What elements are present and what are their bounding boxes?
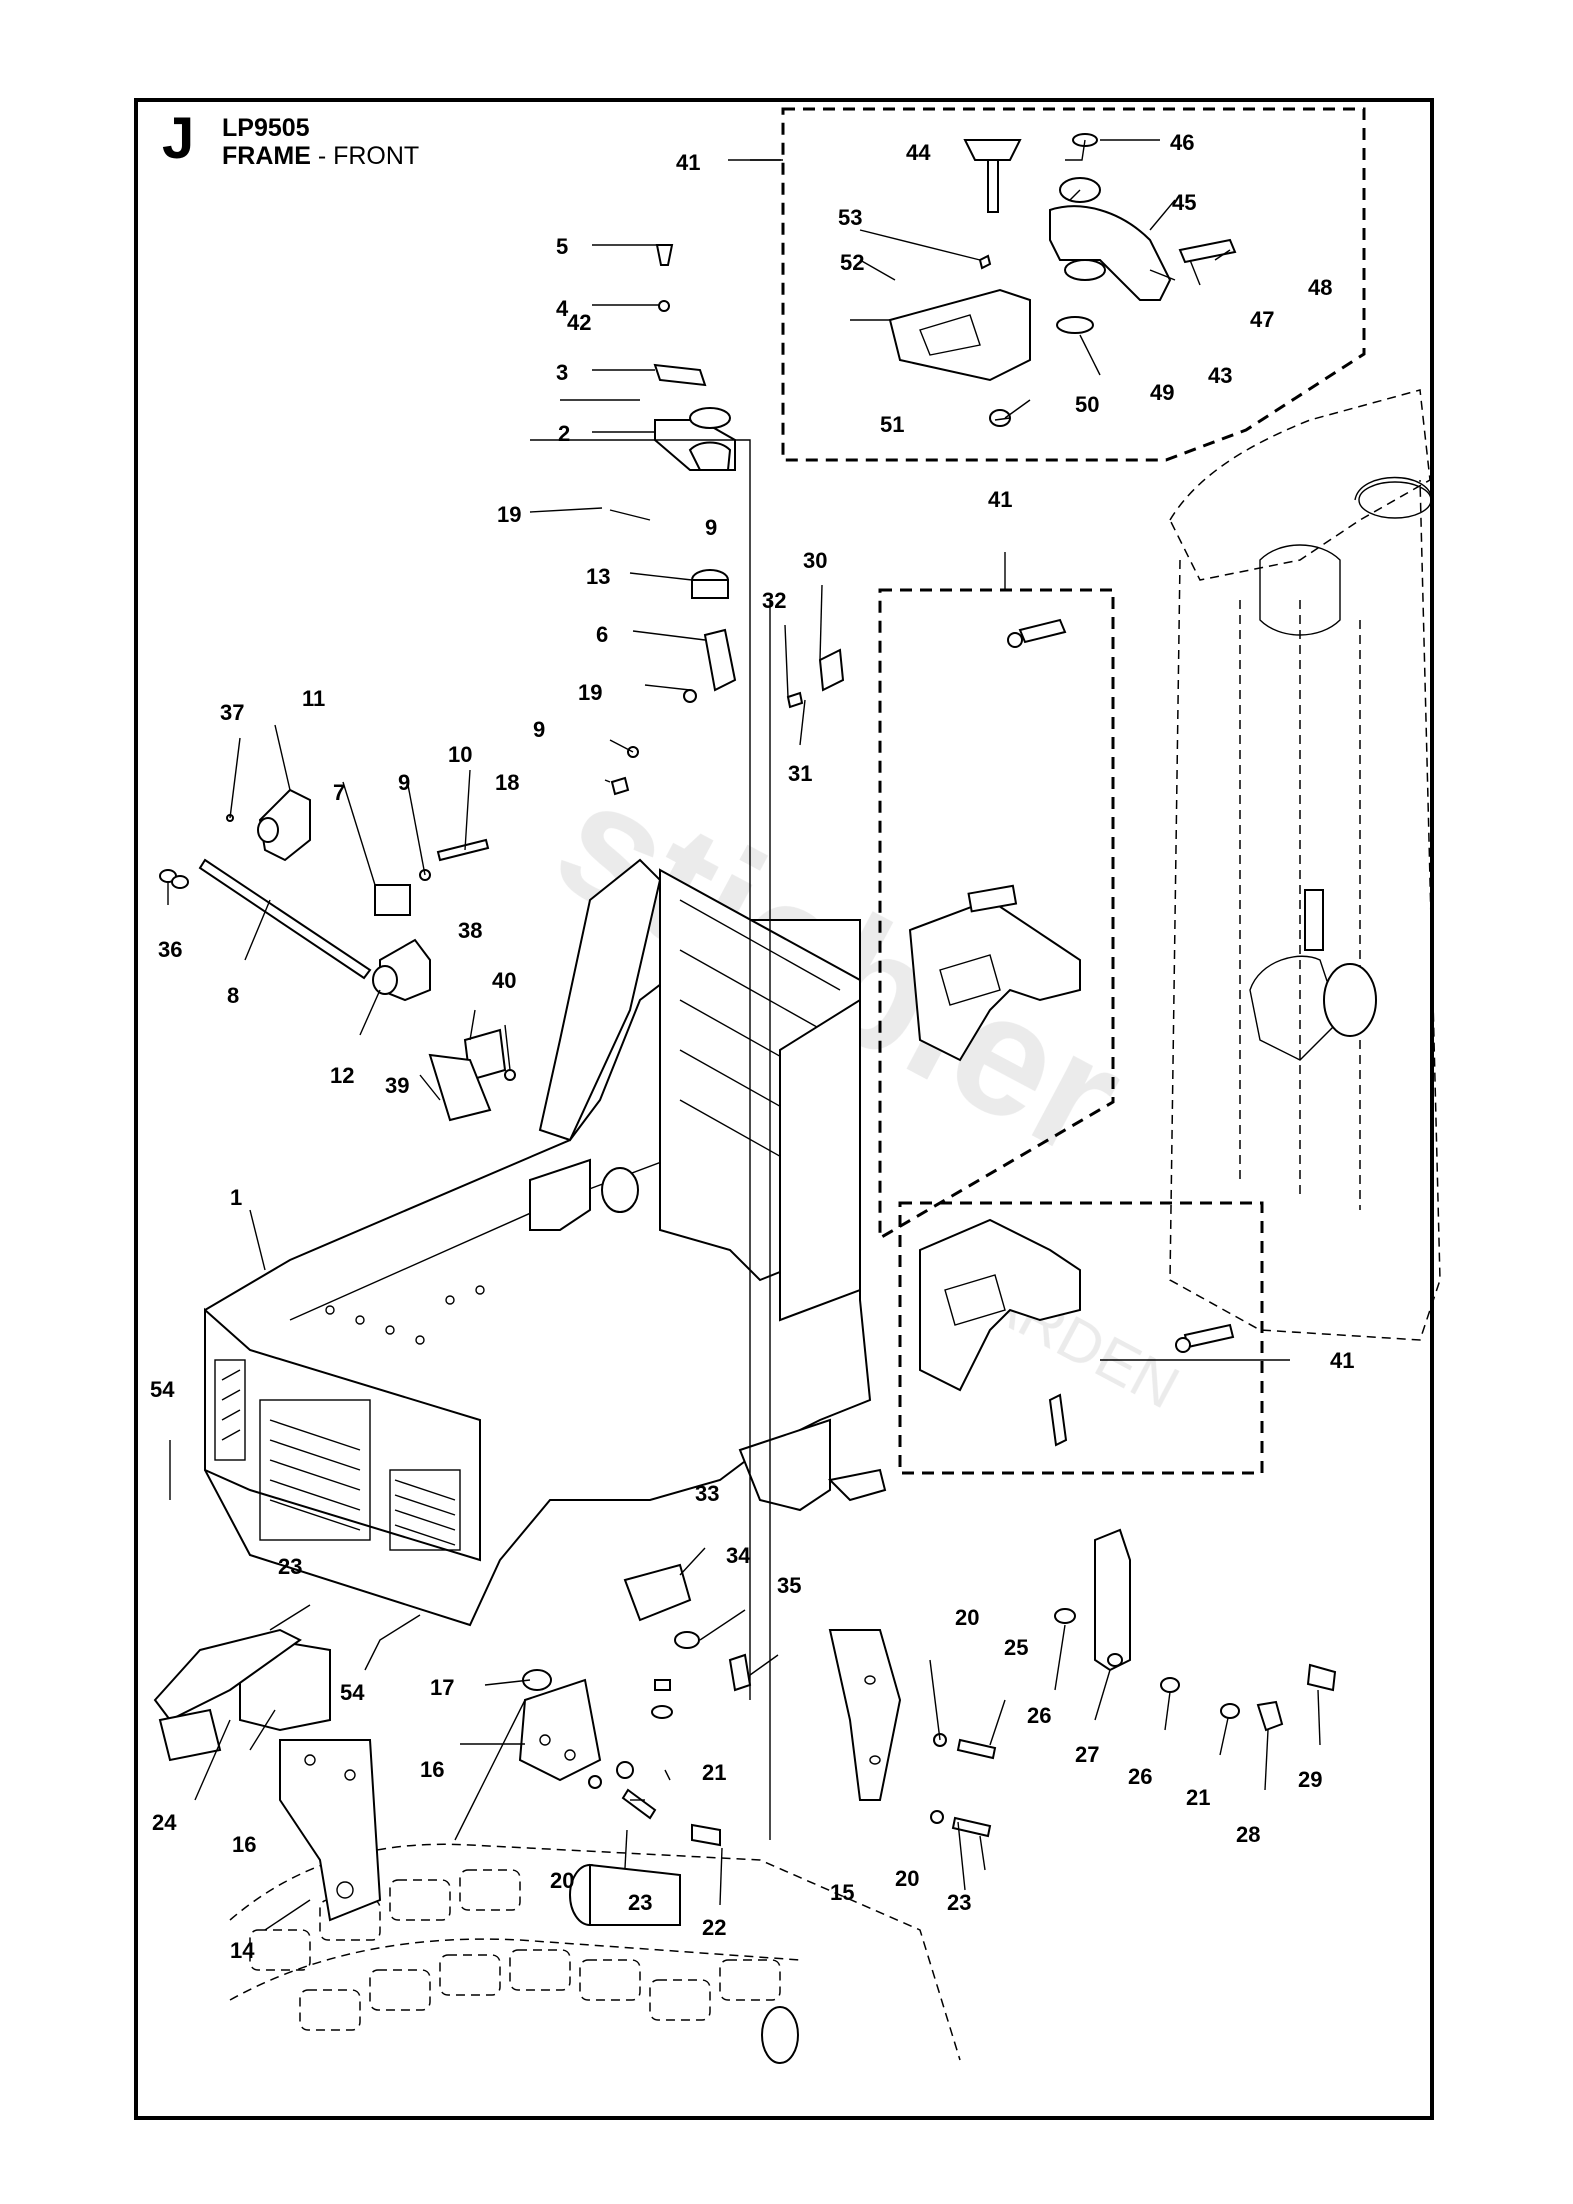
- callout-52: 52: [840, 250, 864, 275]
- page-border: [134, 98, 1434, 2120]
- callout-16a: 16: [420, 1757, 444, 1782]
- detail-box-lower: [898, 1201, 1264, 1475]
- callout-5: 5: [556, 234, 568, 259]
- hook-assembly-middle: [908, 618, 1081, 1062]
- callout-44: 44: [906, 140, 931, 165]
- callout-20b: 20: [550, 1868, 574, 1893]
- callout-53: 53: [838, 205, 862, 230]
- callout-23b: 23: [628, 1890, 652, 1915]
- callout-9b: 9: [533, 717, 545, 742]
- model-code: LP9505: [222, 114, 310, 142]
- callout-26b: 26: [1128, 1764, 1152, 1789]
- callout-21b: 21: [1186, 1785, 1210, 1810]
- callout-26a: 26: [1027, 1703, 1051, 1728]
- diagram-title: FRAME - FRONT: [222, 142, 419, 171]
- callout-1: 1: [230, 1185, 242, 1210]
- callout-6: 6: [596, 622, 608, 647]
- callout-19b: 19: [578, 680, 602, 705]
- callout-23a: 23: [278, 1554, 302, 1579]
- hook-assembly-top: [888, 133, 1237, 427]
- callout-4: 4: [556, 296, 569, 321]
- callout-45: 45: [1172, 190, 1196, 215]
- callout-23c: 23: [947, 1890, 971, 1915]
- callout-37: 37: [220, 700, 244, 725]
- callout-42: 42: [567, 310, 591, 335]
- callout-18: 18: [495, 770, 519, 795]
- callout-2: 2: [558, 421, 570, 446]
- callout-34: 34: [726, 1543, 751, 1568]
- track-chain: [229, 1843, 961, 2064]
- callout-30: 30: [803, 548, 827, 573]
- callout-41c: 41: [1330, 1348, 1354, 1373]
- detail-box-top: [781, 107, 1366, 462]
- upper-hinge-parts: [610, 244, 845, 796]
- callout-36: 36: [158, 937, 182, 962]
- callout-15: 15: [830, 1880, 854, 1905]
- callout-43: 43: [1208, 363, 1232, 388]
- callout-48: 48: [1308, 275, 1332, 300]
- callout-24: 24: [152, 1810, 177, 1835]
- callout-12: 12: [330, 1063, 354, 1088]
- callout-labels: 1 2 3 4 5 6 7 8 9 9 9 10 11 12 13 14 15 …: [150, 130, 1354, 1963]
- leader-lines: [167, 139, 1321, 1931]
- callout-25: 25: [1004, 1635, 1028, 1660]
- callout-38: 38: [458, 918, 482, 943]
- section-letter: J: [162, 106, 195, 171]
- callout-3: 3: [556, 360, 568, 385]
- callout-7: 7: [333, 780, 345, 805]
- title-rest: - FRONT: [310, 142, 420, 170]
- callout-47: 47: [1250, 307, 1274, 332]
- callout-21a: 21: [702, 1760, 726, 1785]
- callout-20a: 20: [955, 1605, 979, 1630]
- callout-8: 8: [227, 983, 239, 1008]
- callout-39: 39: [385, 1073, 409, 1098]
- callout-49: 49: [1150, 380, 1174, 405]
- callout-29: 29: [1298, 1767, 1322, 1792]
- callout-31: 31: [788, 761, 812, 786]
- callout-33: 33: [695, 1481, 719, 1506]
- callout-54a: 54: [150, 1377, 175, 1402]
- lower-bracket-parts: [153, 1468, 1337, 1922]
- callout-41b: 41: [988, 487, 1012, 512]
- callout-9a: 9: [705, 515, 717, 540]
- machine-outline: [1169, 389, 1441, 1341]
- callout-41a: 41: [676, 150, 700, 175]
- title-bold: FRAME: [222, 142, 311, 170]
- callout-46: 46: [1170, 130, 1194, 155]
- callout-10: 10: [448, 742, 472, 767]
- callout-19a: 19: [497, 502, 521, 527]
- callout-40: 40: [492, 968, 516, 993]
- callout-35: 35: [777, 1573, 801, 1598]
- callout-14: 14: [230, 1938, 255, 1963]
- callout-16b: 16: [232, 1832, 256, 1857]
- callout-17: 17: [430, 1675, 454, 1700]
- callout-32: 32: [762, 588, 786, 613]
- callout-27: 27: [1075, 1742, 1099, 1767]
- callout-50: 50: [1075, 392, 1099, 417]
- callout-11: 11: [302, 686, 325, 711]
- left-latch-parts: [159, 788, 516, 1122]
- callout-9c: 9: [398, 770, 410, 795]
- callout-54b: 54: [340, 1680, 365, 1705]
- callout-20c: 20: [895, 1866, 919, 1891]
- callout-51: 51: [880, 412, 904, 437]
- callout-22: 22: [702, 1915, 726, 1940]
- detail-box-middle: [878, 588, 1115, 1241]
- callout-28: 28: [1236, 1822, 1260, 1847]
- callout-13: 13: [586, 564, 610, 589]
- main-frame-body: [204, 858, 872, 1627]
- hook-assembly-lower: [919, 1218, 1235, 1447]
